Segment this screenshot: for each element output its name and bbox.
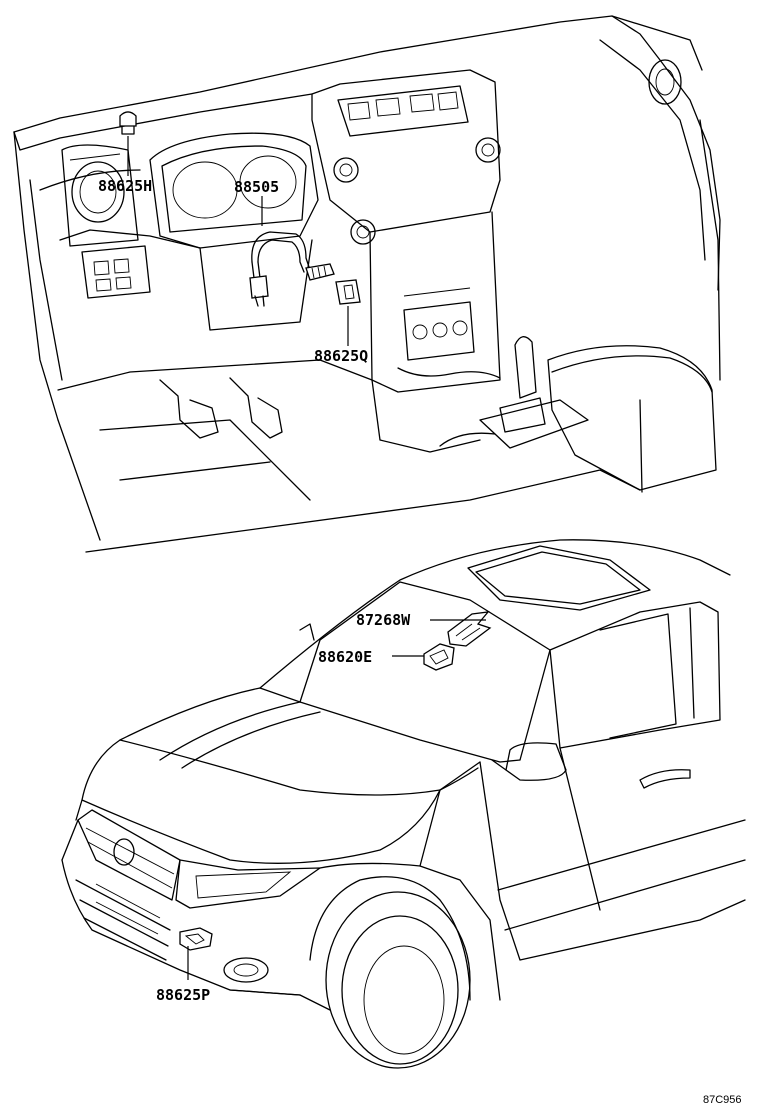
reference-code: 87C956 [703, 1094, 742, 1106]
sensor-88620e [423, 643, 455, 671]
callout-88625p: 88625P [156, 986, 210, 1004]
callout-87268w: 87268W [356, 611, 411, 629]
vehicle-illustration [61, 539, 746, 1069]
callout-88625h: 88625H [98, 177, 152, 195]
dashboard-illustration [13, 15, 721, 553]
leader-lines [127, 136, 486, 980]
wire-harness-88505 [249, 231, 335, 307]
bracket-87268w [447, 611, 492, 647]
callout-88505: 88505 [234, 178, 279, 196]
callout-88625q: 88625Q [314, 347, 368, 365]
callout-88620e: 88620E [318, 648, 372, 666]
sensor-88625p [179, 927, 213, 951]
switch-88625q [335, 279, 361, 305]
sensor-88625h [119, 111, 137, 135]
